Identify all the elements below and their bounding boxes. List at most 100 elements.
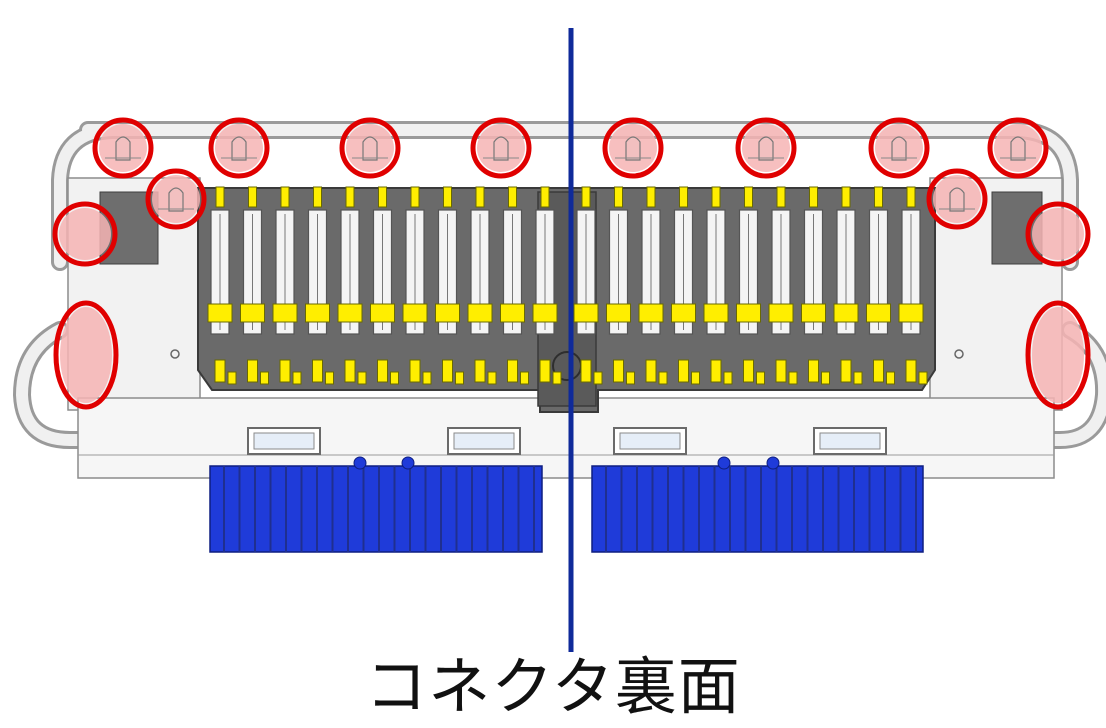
contact-pin-band — [207, 303, 233, 323]
contact-pin-foot — [873, 359, 884, 383]
red-circle-marker-fill — [60, 307, 112, 403]
contact-pin-band — [833, 303, 859, 323]
red-circle-marker — [735, 117, 797, 179]
contact-pin-foot — [507, 359, 518, 383]
contact-pin-foot-side — [756, 371, 765, 385]
contact-pin-foot-side — [552, 371, 562, 385]
contact-pin-foot-side — [821, 371, 830, 385]
contact-pin-band — [467, 303, 493, 323]
contact-pin-foot-side — [422, 371, 432, 385]
contact-pin-tip — [508, 186, 517, 208]
contact-pin-band — [370, 303, 395, 323]
contact-pin-foot — [409, 359, 421, 383]
contact-pin-foot-side — [658, 371, 668, 385]
contact-pin-tip — [776, 186, 786, 208]
contact-pin-band — [272, 303, 298, 323]
contact-pin-band — [736, 303, 761, 323]
red-circle-marker-ring — [208, 117, 270, 179]
red-circle-marker — [926, 168, 988, 230]
contact-pin-foot — [214, 359, 226, 383]
contact-pin-foot-side — [487, 371, 497, 385]
latch-detail — [949, 187, 965, 212]
latch-detail — [891, 136, 907, 161]
red-circle-marker — [987, 117, 1049, 179]
left-hook-inner — [15, 324, 96, 446]
contact-pin-foot — [710, 359, 722, 383]
contact-pin-foot — [539, 359, 551, 383]
diagram-caption: コネクタ裏面 — [365, 650, 741, 723]
red-circle-marker — [470, 117, 532, 179]
latch-detail — [115, 136, 131, 161]
cable-block — [591, 465, 924, 553]
base-slot-insert — [819, 432, 881, 450]
cable-block-bump — [717, 456, 731, 470]
red-circle-marker — [92, 117, 154, 179]
contact-pin-tip — [614, 186, 623, 208]
contact-pin-foot — [905, 359, 917, 383]
contact-pin-foot — [247, 359, 258, 383]
red-circle-marker-ring — [987, 117, 1049, 179]
contact-pin-tip — [679, 186, 688, 208]
contact-pin-foot-side — [723, 371, 733, 385]
red-circle-marker-ring — [339, 117, 401, 179]
contact-pin-tip — [809, 186, 818, 208]
red-circle-marker-ring — [602, 117, 664, 179]
contact-pin-band — [402, 303, 428, 323]
base-slot-insert — [619, 432, 681, 450]
contact-pin-foot — [442, 359, 453, 383]
contact-pin-tip — [378, 186, 387, 208]
contact-pin-foot — [580, 359, 592, 383]
contact-pin-band — [435, 303, 460, 323]
contact-pin-tip — [345, 186, 355, 208]
contact-pin-foot-side — [325, 371, 334, 385]
contact-pin-band — [671, 303, 696, 323]
red-circle-marker — [868, 117, 930, 179]
contact-pin-foot — [279, 359, 291, 383]
contact-pin-band — [606, 303, 631, 323]
red-circle-marker-ring — [735, 117, 797, 179]
contact-pin-foot-side — [390, 371, 399, 385]
red-circle-marker-fill — [1032, 208, 1084, 260]
contact-pin-tip — [410, 186, 420, 208]
red-circle-marker-ring — [868, 117, 930, 179]
contact-pin-foot-side — [593, 371, 603, 385]
red-circle-marker-ring — [1025, 300, 1091, 410]
contact-pin-tip — [906, 186, 916, 208]
contact-pin-foot — [377, 359, 388, 383]
cable-block-bump — [766, 456, 780, 470]
contact-pin-tip — [215, 186, 225, 208]
red-circle-marker-ring — [92, 117, 154, 179]
contact-pin-band — [500, 303, 525, 323]
contact-pin-foot — [775, 359, 787, 383]
contact-pin-foot — [474, 359, 486, 383]
contact-pin-tip — [443, 186, 452, 208]
red-circle-marker-ring — [470, 117, 532, 179]
contact-pin-tip — [581, 186, 591, 208]
latch-detail — [1010, 136, 1026, 161]
contact-pin-foot-side — [691, 371, 700, 385]
contact-pin-foot — [678, 359, 689, 383]
contact-pin-band — [532, 303, 558, 323]
contact-pin-foot-side — [886, 371, 895, 385]
contact-pin-band — [866, 303, 891, 323]
contact-pin-foot-side — [227, 371, 237, 385]
contact-pin-tip — [280, 186, 290, 208]
red-circle-marker — [602, 117, 664, 179]
contact-pin-foot-side — [520, 371, 529, 385]
contact-pin-foot — [743, 359, 754, 383]
contact-pin-band — [573, 303, 599, 323]
contact-pin-tip — [313, 186, 322, 208]
red-circle-marker-ring — [52, 201, 118, 267]
contact-pin-tip — [841, 186, 851, 208]
contact-pin-tip — [475, 186, 485, 208]
latch-detail — [625, 136, 641, 161]
contact-pin-band — [768, 303, 794, 323]
red-circle-marker-ring — [1025, 201, 1091, 267]
contact-pin-foot-side — [357, 371, 367, 385]
latch-detail — [493, 136, 509, 161]
contact-pin-foot-side — [626, 371, 635, 385]
base-slot-insert — [253, 432, 315, 450]
contact-pin-foot — [613, 359, 624, 383]
